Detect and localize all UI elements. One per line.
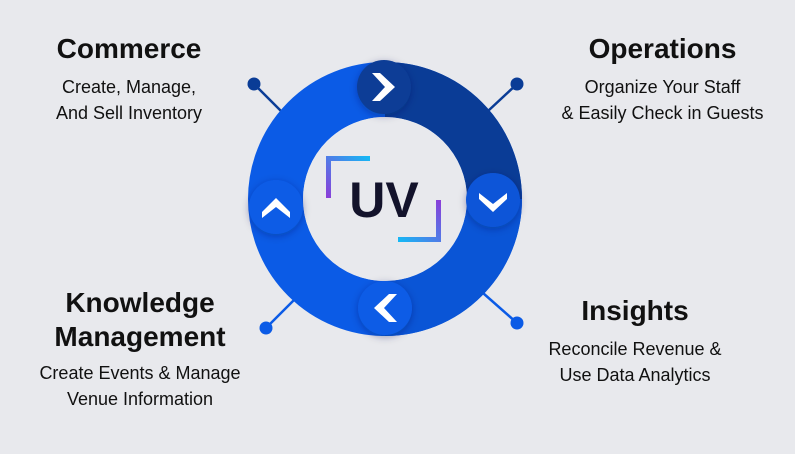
chevron-right-icon (372, 73, 395, 101)
logo-text: UV (349, 172, 419, 228)
description-line: And Sell Inventory (55, 103, 203, 123)
logo-bracket-top-left (326, 156, 370, 198)
description-line: & Easily Check in Guests (561, 103, 764, 123)
section-title: Commerce (56, 33, 202, 64)
section-knowledge-management: Knowledge Management Create Events & Man… (0, 286, 280, 412)
section-insights: Insights Reconcile Revenue & Use Data An… (530, 294, 740, 388)
chevron-left-icon (374, 294, 397, 322)
description-line: Organize Your Staff (584, 77, 741, 97)
cap-operations (357, 60, 411, 114)
section-description: Create, Manage, And Sell Inventory (0, 74, 258, 126)
connector-operations (487, 77, 524, 112)
section-description: Organize Your Staff & Easily Check in Gu… (530, 74, 795, 126)
connector-dot (510, 77, 524, 91)
section-title: Knowledge Management (0, 286, 280, 354)
chevron-up-icon (262, 198, 290, 218)
section-title: Operations (588, 33, 737, 64)
section-title: Insights (581, 295, 689, 326)
section-operations: Operations Organize Your Staff & Easily … (530, 32, 795, 126)
uv-logo: UV (326, 156, 441, 242)
cap-knowledge (358, 281, 412, 335)
section-description: Create Events & Manage Venue Information (0, 360, 280, 412)
cap-commerce (249, 180, 303, 234)
connector-dot (510, 316, 524, 330)
description-line: Create, Manage, (61, 77, 197, 97)
description-line: Use Data Analytics (559, 365, 711, 385)
description-line: Venue Information (66, 389, 214, 409)
connector-dot (247, 77, 261, 91)
title-line: Knowledge (65, 287, 215, 318)
connector-commerce (247, 77, 283, 113)
connector-knowledge (259, 297, 297, 335)
title-line: Management (54, 321, 226, 352)
description-line: Reconcile Revenue & (548, 339, 722, 359)
section-description: Reconcile Revenue & Use Data Analytics (530, 336, 740, 388)
section-commerce: Commerce Create, Manage, And Sell Invent… (0, 32, 258, 126)
chevron-down-icon (479, 193, 507, 212)
cap-insights (466, 173, 520, 227)
description-line: Create Events & Manage (39, 363, 241, 383)
logo-bracket-bottom-right (398, 200, 441, 242)
connector-dot (259, 321, 273, 335)
